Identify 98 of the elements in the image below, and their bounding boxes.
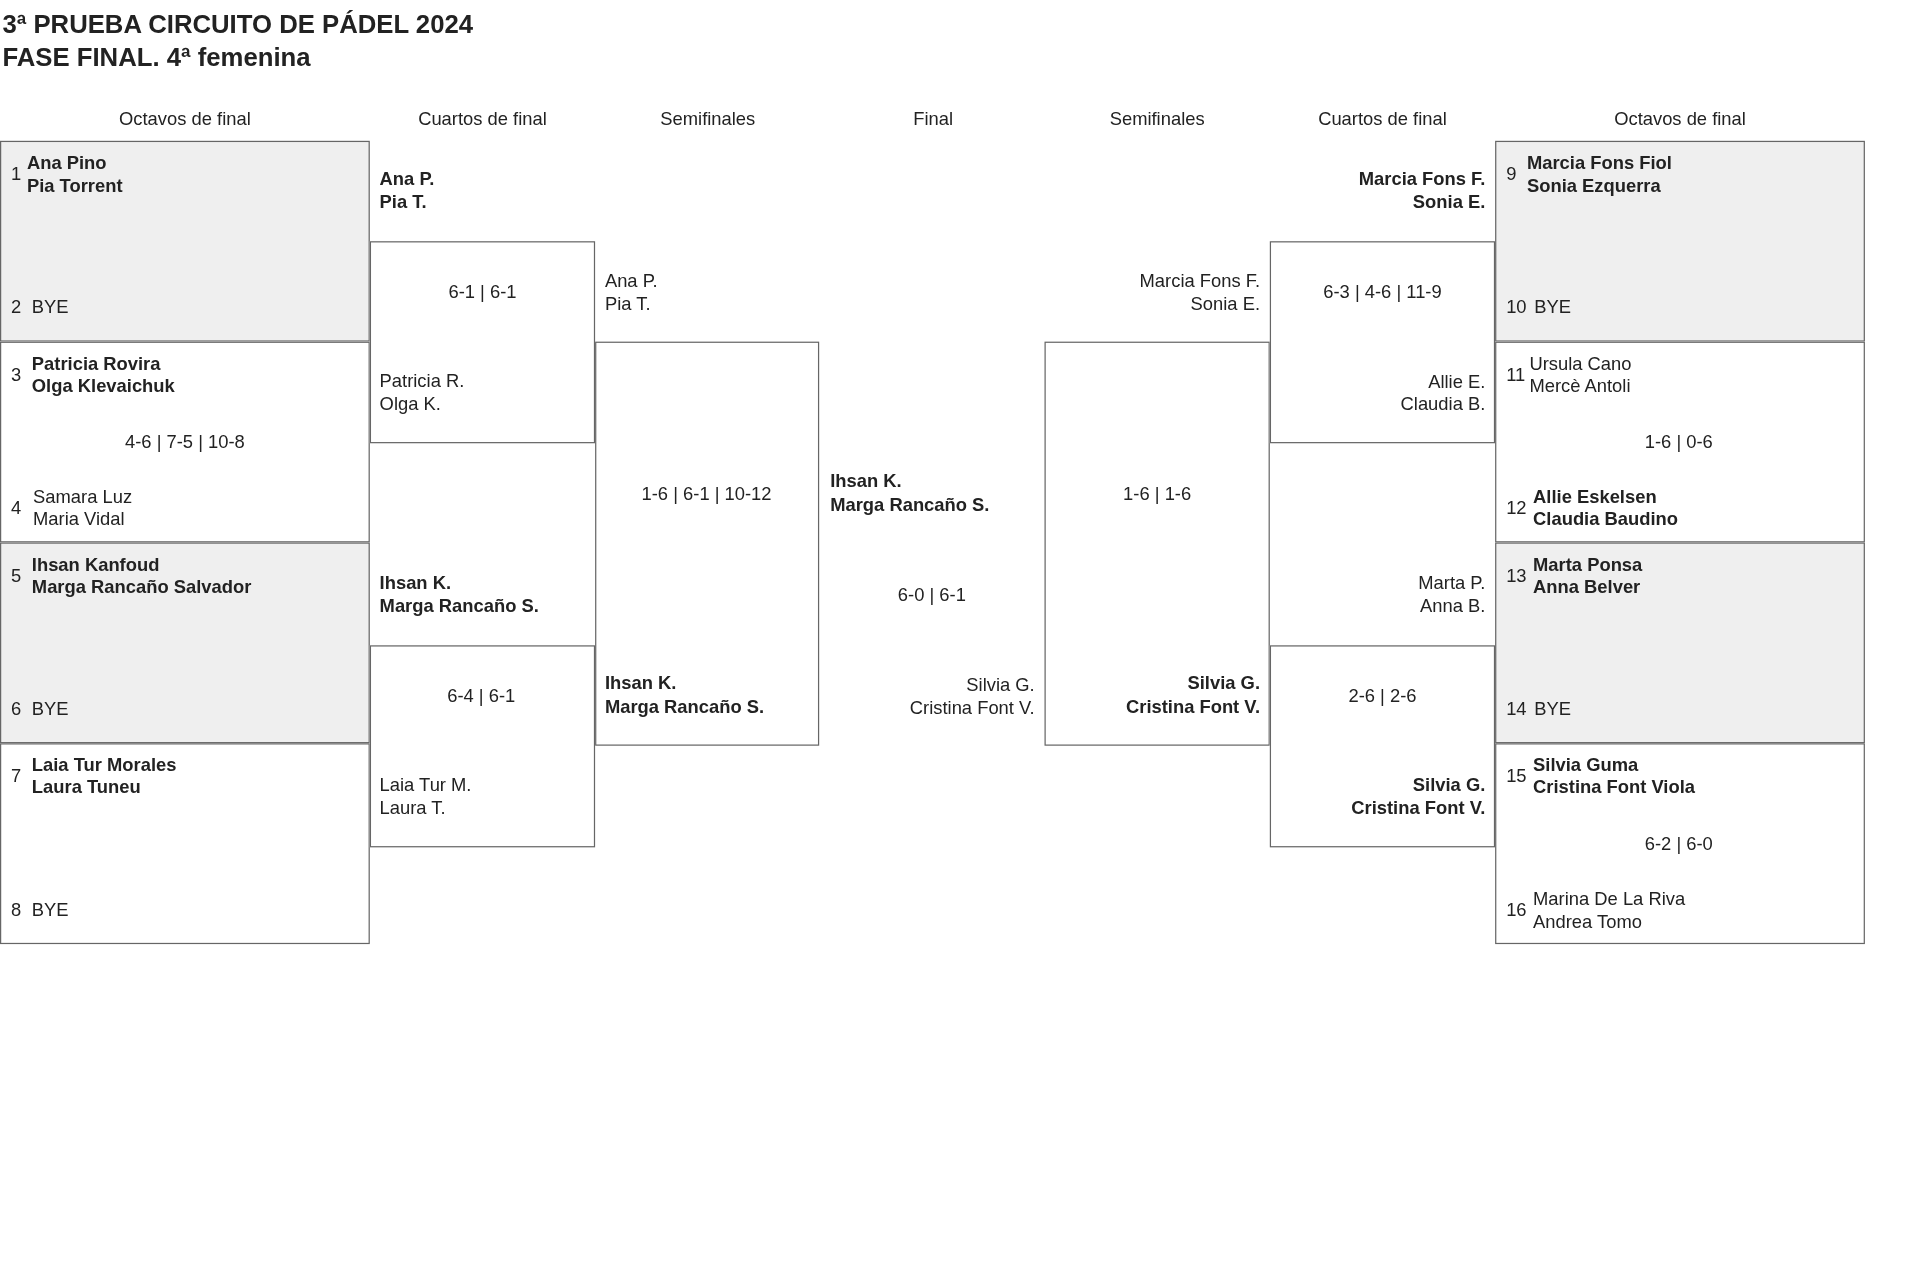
player-name: Patricia Rovira bbox=[31, 352, 161, 375]
seed-number: 8 bbox=[11, 898, 22, 921]
match-score: 1-6 | 0-6 bbox=[1644, 431, 1713, 454]
player-name: Marta P. bbox=[1418, 571, 1486, 594]
player-name: Claudia B. bbox=[1400, 393, 1486, 416]
column-heading: Cuartos de final bbox=[418, 107, 547, 130]
player-name: Silvia G. bbox=[1187, 672, 1260, 695]
player-name: Pia T. bbox=[379, 191, 427, 214]
player-name: BYE bbox=[31, 296, 69, 319]
player-name: Maria Vidal bbox=[33, 508, 125, 531]
subtitle: FASE FINAL. 4ª femenina bbox=[2, 41, 311, 73]
seed-number: 3 bbox=[11, 363, 22, 386]
match-score: 1-6 | 6-1 | 10-12 bbox=[641, 482, 772, 505]
seed-number: 4 bbox=[11, 497, 22, 520]
seed-number: 7 bbox=[11, 765, 22, 788]
player-name: Cristina Font V. bbox=[1351, 797, 1486, 820]
player-name: BYE bbox=[1534, 296, 1572, 319]
player-name: Patricia R. bbox=[379, 369, 465, 392]
player-name: BYE bbox=[1534, 697, 1572, 720]
match-score: 2-6 | 2-6 bbox=[1348, 684, 1417, 707]
player-name: Samara Luz bbox=[33, 486, 133, 509]
player-name: Olga Klevaichuk bbox=[31, 374, 175, 397]
player-name: Cristina Font V. bbox=[909, 696, 1035, 719]
seed-number: 2 bbox=[11, 296, 22, 319]
player-name: Sonia E. bbox=[1412, 191, 1486, 214]
seed-number: 11 bbox=[1506, 363, 1526, 386]
player-name: Marcia Fons F. bbox=[1358, 167, 1486, 190]
player-name: Ihsan Kanfoud bbox=[31, 553, 160, 576]
player-name: Olga K. bbox=[379, 393, 441, 416]
match-score: 6-0 | 6-1 bbox=[897, 584, 966, 607]
seed-number: 15 bbox=[1506, 765, 1527, 788]
player-name: Marga Rancaño S. bbox=[379, 595, 539, 618]
player-name: Cristina Font Viola bbox=[1533, 776, 1695, 799]
match-score: 6-1 | 6-1 bbox=[448, 280, 517, 303]
player-name: Silvia Guma bbox=[1533, 754, 1639, 777]
match-box bbox=[0, 743, 370, 945]
seed-number: 10 bbox=[1506, 296, 1527, 319]
player-name: Marcia Fons F. bbox=[1139, 269, 1260, 292]
title: 3ª PRUEBA CIRCUITO DE PÁDEL 2024 bbox=[2, 8, 474, 40]
player-name: BYE bbox=[31, 898, 69, 921]
player-name: Silvia G. bbox=[966, 673, 1035, 696]
match-box bbox=[1495, 341, 1865, 543]
player-name: Mercè Antoli bbox=[1529, 374, 1631, 397]
seed-number: 5 bbox=[11, 564, 22, 587]
player-name: Laura Tuneu bbox=[31, 776, 141, 799]
match-score: 1-6 | 1-6 bbox=[1123, 482, 1192, 505]
match-box bbox=[1495, 542, 1865, 744]
player-name: Ana P. bbox=[604, 269, 658, 292]
seed-number: 13 bbox=[1506, 564, 1527, 587]
player-name: Ihsan K. bbox=[604, 672, 677, 695]
seed-number: 16 bbox=[1506, 898, 1527, 921]
player-name: Marcia Fons Fiol bbox=[1526, 151, 1672, 174]
column-heading: Octavos de final bbox=[1614, 107, 1746, 130]
player-name: Laia Tur M. bbox=[379, 773, 472, 796]
match-box bbox=[1495, 140, 1865, 342]
player-name: Marga Rancaño S. bbox=[830, 493, 990, 516]
match-score: 6-3 | 4-6 | 11-9 bbox=[1323, 280, 1442, 303]
player-name: Sonia E. bbox=[1190, 292, 1260, 315]
player-name: Laia Tur Morales bbox=[31, 754, 177, 777]
player-name: Allie E. bbox=[1428, 371, 1486, 394]
seed-number: 6 bbox=[11, 697, 22, 720]
column-heading: Final bbox=[913, 107, 953, 130]
player-name: Ana P. bbox=[379, 167, 435, 190]
column-heading: Cuartos de final bbox=[1318, 107, 1447, 130]
match-box bbox=[0, 140, 370, 342]
player-name: Laura T. bbox=[379, 797, 446, 820]
match-score: 6-4 | 6-1 bbox=[447, 684, 516, 707]
match-score: 4-6 | 7-5 | 10-8 bbox=[125, 431, 245, 454]
player-name: Anna B. bbox=[1419, 595, 1486, 618]
player-name: Andrea Tomo bbox=[1533, 911, 1642, 934]
player-name: Cristina Font V. bbox=[1125, 695, 1260, 718]
player-name: Ihsan K. bbox=[379, 571, 452, 594]
match-score: 6-2 | 6-0 bbox=[1644, 832, 1713, 855]
player-name: Ana Pino bbox=[26, 151, 107, 174]
player-name: Anna Belver bbox=[1533, 575, 1641, 598]
player-name: Marta Ponsa bbox=[1533, 553, 1643, 576]
seed-number: 14 bbox=[1506, 697, 1527, 720]
match-box bbox=[0, 542, 370, 744]
column-heading: Semifinales bbox=[1109, 107, 1205, 130]
player-name: Marga Rancaño S. bbox=[604, 695, 765, 718]
player-name: Claudia Baudino bbox=[1533, 508, 1678, 531]
match-box bbox=[0, 341, 370, 543]
column-heading: Semifinales bbox=[660, 107, 756, 130]
column-heading: Octavos de final bbox=[119, 107, 251, 130]
seed-number: 1 bbox=[11, 162, 22, 185]
player-name: Ursula Cano bbox=[1529, 352, 1632, 375]
player-name: Marga Rancaño Salvador bbox=[31, 575, 252, 598]
player-name: Marina De La Riva bbox=[1533, 887, 1686, 910]
player-name: Sonia Ezquerra bbox=[1526, 175, 1661, 198]
seed-number: 9 bbox=[1506, 162, 1517, 185]
player-name: Allie Eskelsen bbox=[1533, 486, 1657, 509]
seed-number: 12 bbox=[1506, 497, 1527, 520]
match-box bbox=[1495, 743, 1865, 945]
player-name: BYE bbox=[31, 697, 69, 720]
player-name: Silvia G. bbox=[1412, 773, 1486, 796]
player-name: Ihsan K. bbox=[830, 470, 902, 493]
player-name: Pia Torrent bbox=[26, 175, 123, 198]
player-name: Pia T. bbox=[604, 292, 651, 315]
